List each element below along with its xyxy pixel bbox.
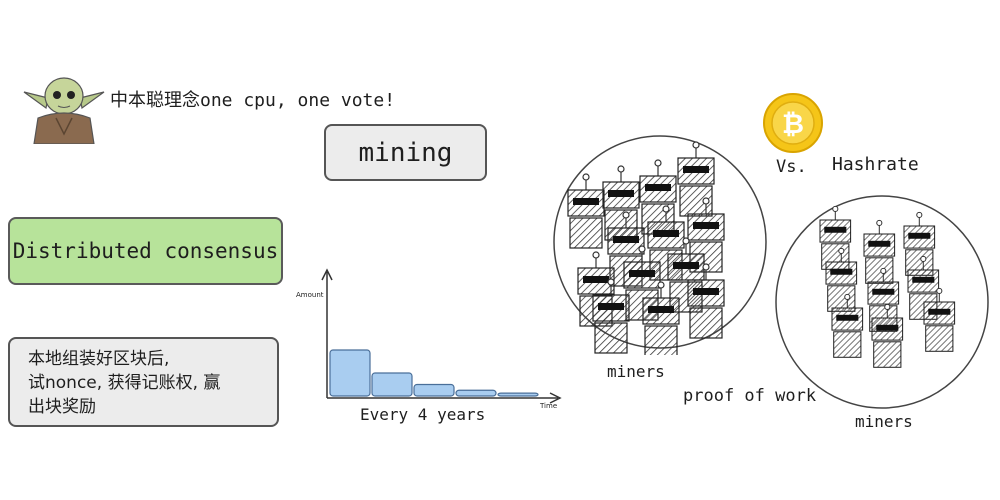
reward-bar (329, 349, 371, 397)
mining-box: mining (324, 124, 487, 181)
miner-robot-icon (567, 173, 605, 249)
x-axis-label: Time (540, 402, 558, 410)
miner-robot-icon (687, 263, 725, 339)
proof-of-work-label: proof of work (683, 386, 817, 406)
miner-robot-icon (863, 219, 896, 284)
vs-label: Vs. (776, 157, 807, 177)
y-axis-label: Amount (296, 291, 324, 299)
svg-text:₿: ₿ (782, 109, 804, 140)
rule-line-3: 出块奖励 (28, 397, 96, 417)
miner-robot-icon (871, 303, 904, 368)
halving-reward-chart (321, 268, 562, 404)
miner-robot-icon (903, 211, 936, 276)
miner-robot-icon (825, 247, 858, 312)
quote-text: 中本聪理念one cpu, one vote! (110, 90, 396, 111)
reward-bar (455, 389, 497, 397)
reward-bar (371, 372, 413, 397)
miner-robot-icon (831, 293, 864, 358)
miners-label-left: miners (607, 362, 665, 381)
rule-line-1: 本地组装好区块后, (28, 349, 170, 369)
consensus-box: Distributed consensus (8, 217, 283, 285)
miner-robot-icon (642, 281, 680, 355)
bitcoin-coin-icon: ₿ (763, 93, 823, 153)
hashrate-label: Hashrate (832, 154, 919, 175)
miner-robot-icon (907, 255, 940, 320)
reward-bars (329, 349, 539, 397)
miner-robot-icon (677, 141, 715, 217)
miners-label-right: miners (855, 412, 913, 431)
miner-robots-group-large (567, 141, 725, 355)
rule-line-2: 试nonce, 获得记账权, 赢 (28, 373, 221, 393)
chart-caption: Every 4 years (360, 405, 486, 424)
yoda-avatar-icon (23, 77, 105, 144)
miners-circle-large (553, 135, 767, 355)
miners-circle-small (775, 195, 989, 409)
miner-robot-icon (819, 205, 852, 270)
miner-robots-group-small (819, 205, 956, 368)
reward-bar (413, 383, 455, 397)
miner-robot-icon (602, 165, 640, 241)
miner-robot-icon (923, 287, 956, 352)
rule-box: 本地组装好区块后, 试nonce, 获得记账权, 赢 出块奖励 (8, 337, 279, 427)
miner-robot-icon (592, 278, 630, 354)
reward-bar (497, 392, 539, 397)
